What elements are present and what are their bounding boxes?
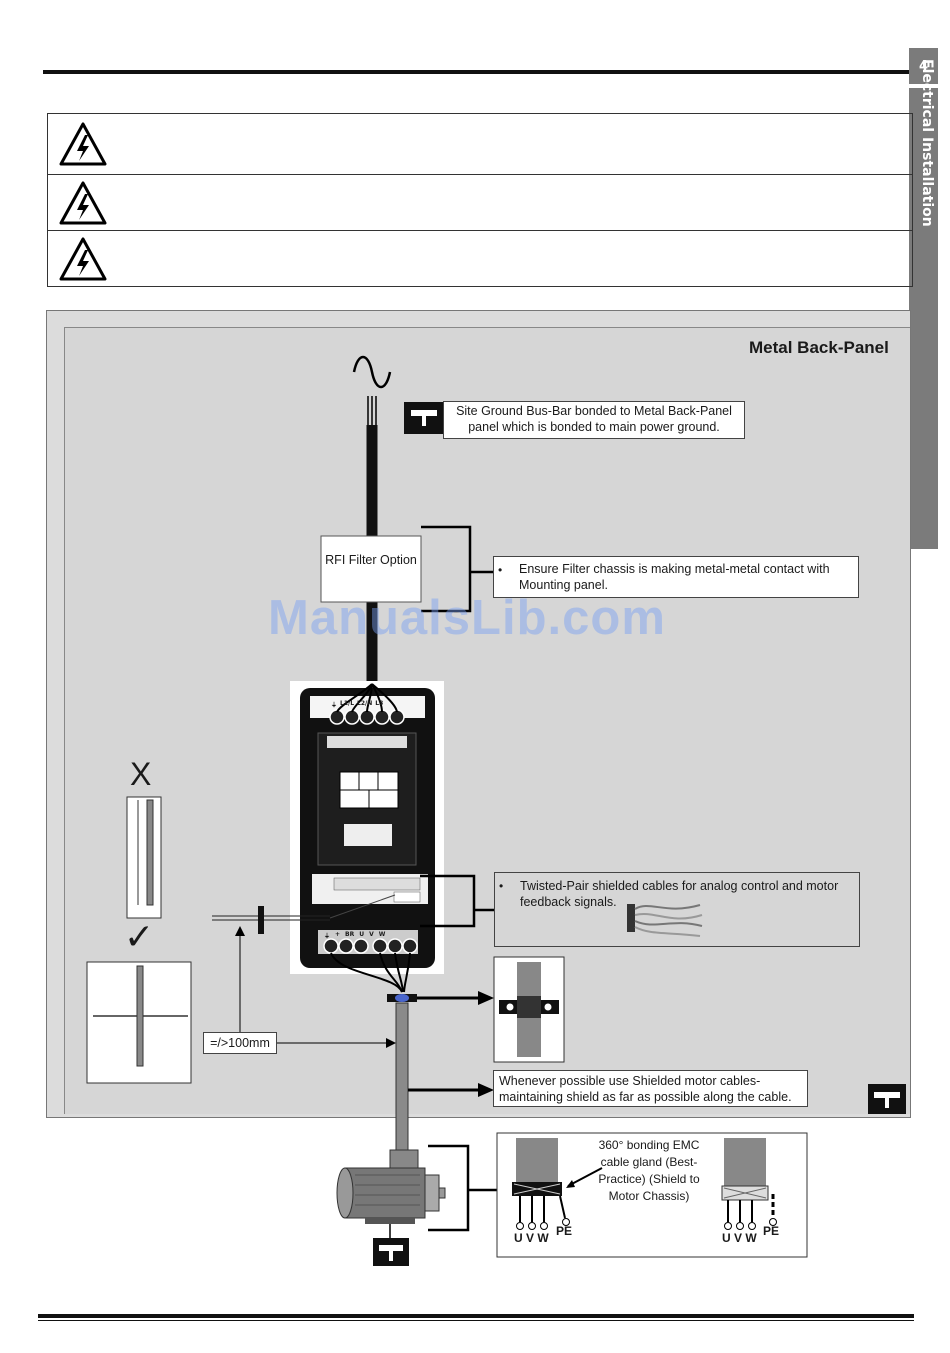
high-voltage-warning-icon [59, 181, 107, 225]
warning-table [47, 113, 913, 287]
high-voltage-warning-icon [59, 237, 107, 281]
shielded-motor-callout: Whenever possible use Shielded motor cab… [493, 1070, 808, 1107]
top-rule [43, 70, 910, 74]
drive-output-terminals: ⏚ + BR U V W [324, 931, 419, 940]
terminal-label: V [369, 931, 374, 938]
motor-terminals-label: U V W [722, 1231, 757, 1245]
rfi-filter-box [320, 535, 422, 603]
motor-terminals-label: U V W [514, 1231, 549, 1245]
motor-cable [395, 1002, 409, 1156]
terminal-label: BR [345, 931, 355, 938]
bullet: • [499, 879, 504, 893]
bottom-rule-thin [38, 1320, 914, 1321]
rfi-filter-label: RFI Filter Option [325, 553, 417, 567]
terminal-label: W [378, 931, 386, 938]
warning-row [48, 174, 912, 231]
terminal-label: U [359, 931, 365, 938]
filter-contact-text: Ensure Filter chassis is making metal-me… [519, 562, 830, 592]
filter-contact-callout: • Ensure Filter chassis is making metal-… [493, 556, 859, 598]
chapter-number-tab: 4 [909, 48, 938, 84]
watermark: ManualsLib.com [268, 591, 666, 645]
distance-label: =/>100mm [203, 1032, 277, 1054]
pe-terminal-label: PE [556, 1224, 573, 1238]
twisted-pair-text: Twisted-Pair shielded cables for analog … [520, 879, 839, 909]
ground-busbar-callout: Site Ground Bus-Bar bonded to Metal Back… [443, 401, 745, 439]
terminal-label: ⏚ [331, 702, 338, 709]
terminal-label: + [335, 931, 341, 938]
ground-busbar-icon [868, 1084, 906, 1114]
pe-terminal-label: PE [763, 1224, 780, 1238]
terminal-label: L1/L [340, 700, 355, 707]
motor [336, 1149, 446, 1240]
ground-busbar-icon [404, 402, 444, 434]
drive-input-terminals: ⏚ L1/L L2/N L3 [331, 700, 421, 709]
twisted-pair-callout: • Twisted-Pair shielded cables for analo… [494, 872, 860, 947]
warning-row [48, 114, 912, 174]
warning-row [48, 230, 912, 287]
wrong-routing-mark: X [130, 756, 152, 792]
ground-busbar-icon [373, 1238, 409, 1266]
chapter-number: 4 [918, 58, 929, 74]
terminal-label: L3 [375, 700, 384, 707]
bonding-text: 360° bonding EMC cable gland (Best-Pract… [598, 1138, 700, 1203]
chapter-side-tab: Electrical Installation [909, 59, 938, 549]
bullet: • [498, 563, 503, 577]
high-voltage-warning-icon [59, 122, 107, 166]
drive-unit [290, 681, 444, 974]
terminal-label: L2/N [357, 700, 373, 707]
ac-supply-icon [352, 355, 392, 389]
terminal-label: ⏚ [324, 933, 331, 940]
metal-back-panel [64, 327, 910, 1114]
panel-title: Metal Back-Panel [749, 338, 889, 357]
bottom-rule [38, 1314, 914, 1318]
correct-routing-mark: ✓ [124, 917, 155, 958]
